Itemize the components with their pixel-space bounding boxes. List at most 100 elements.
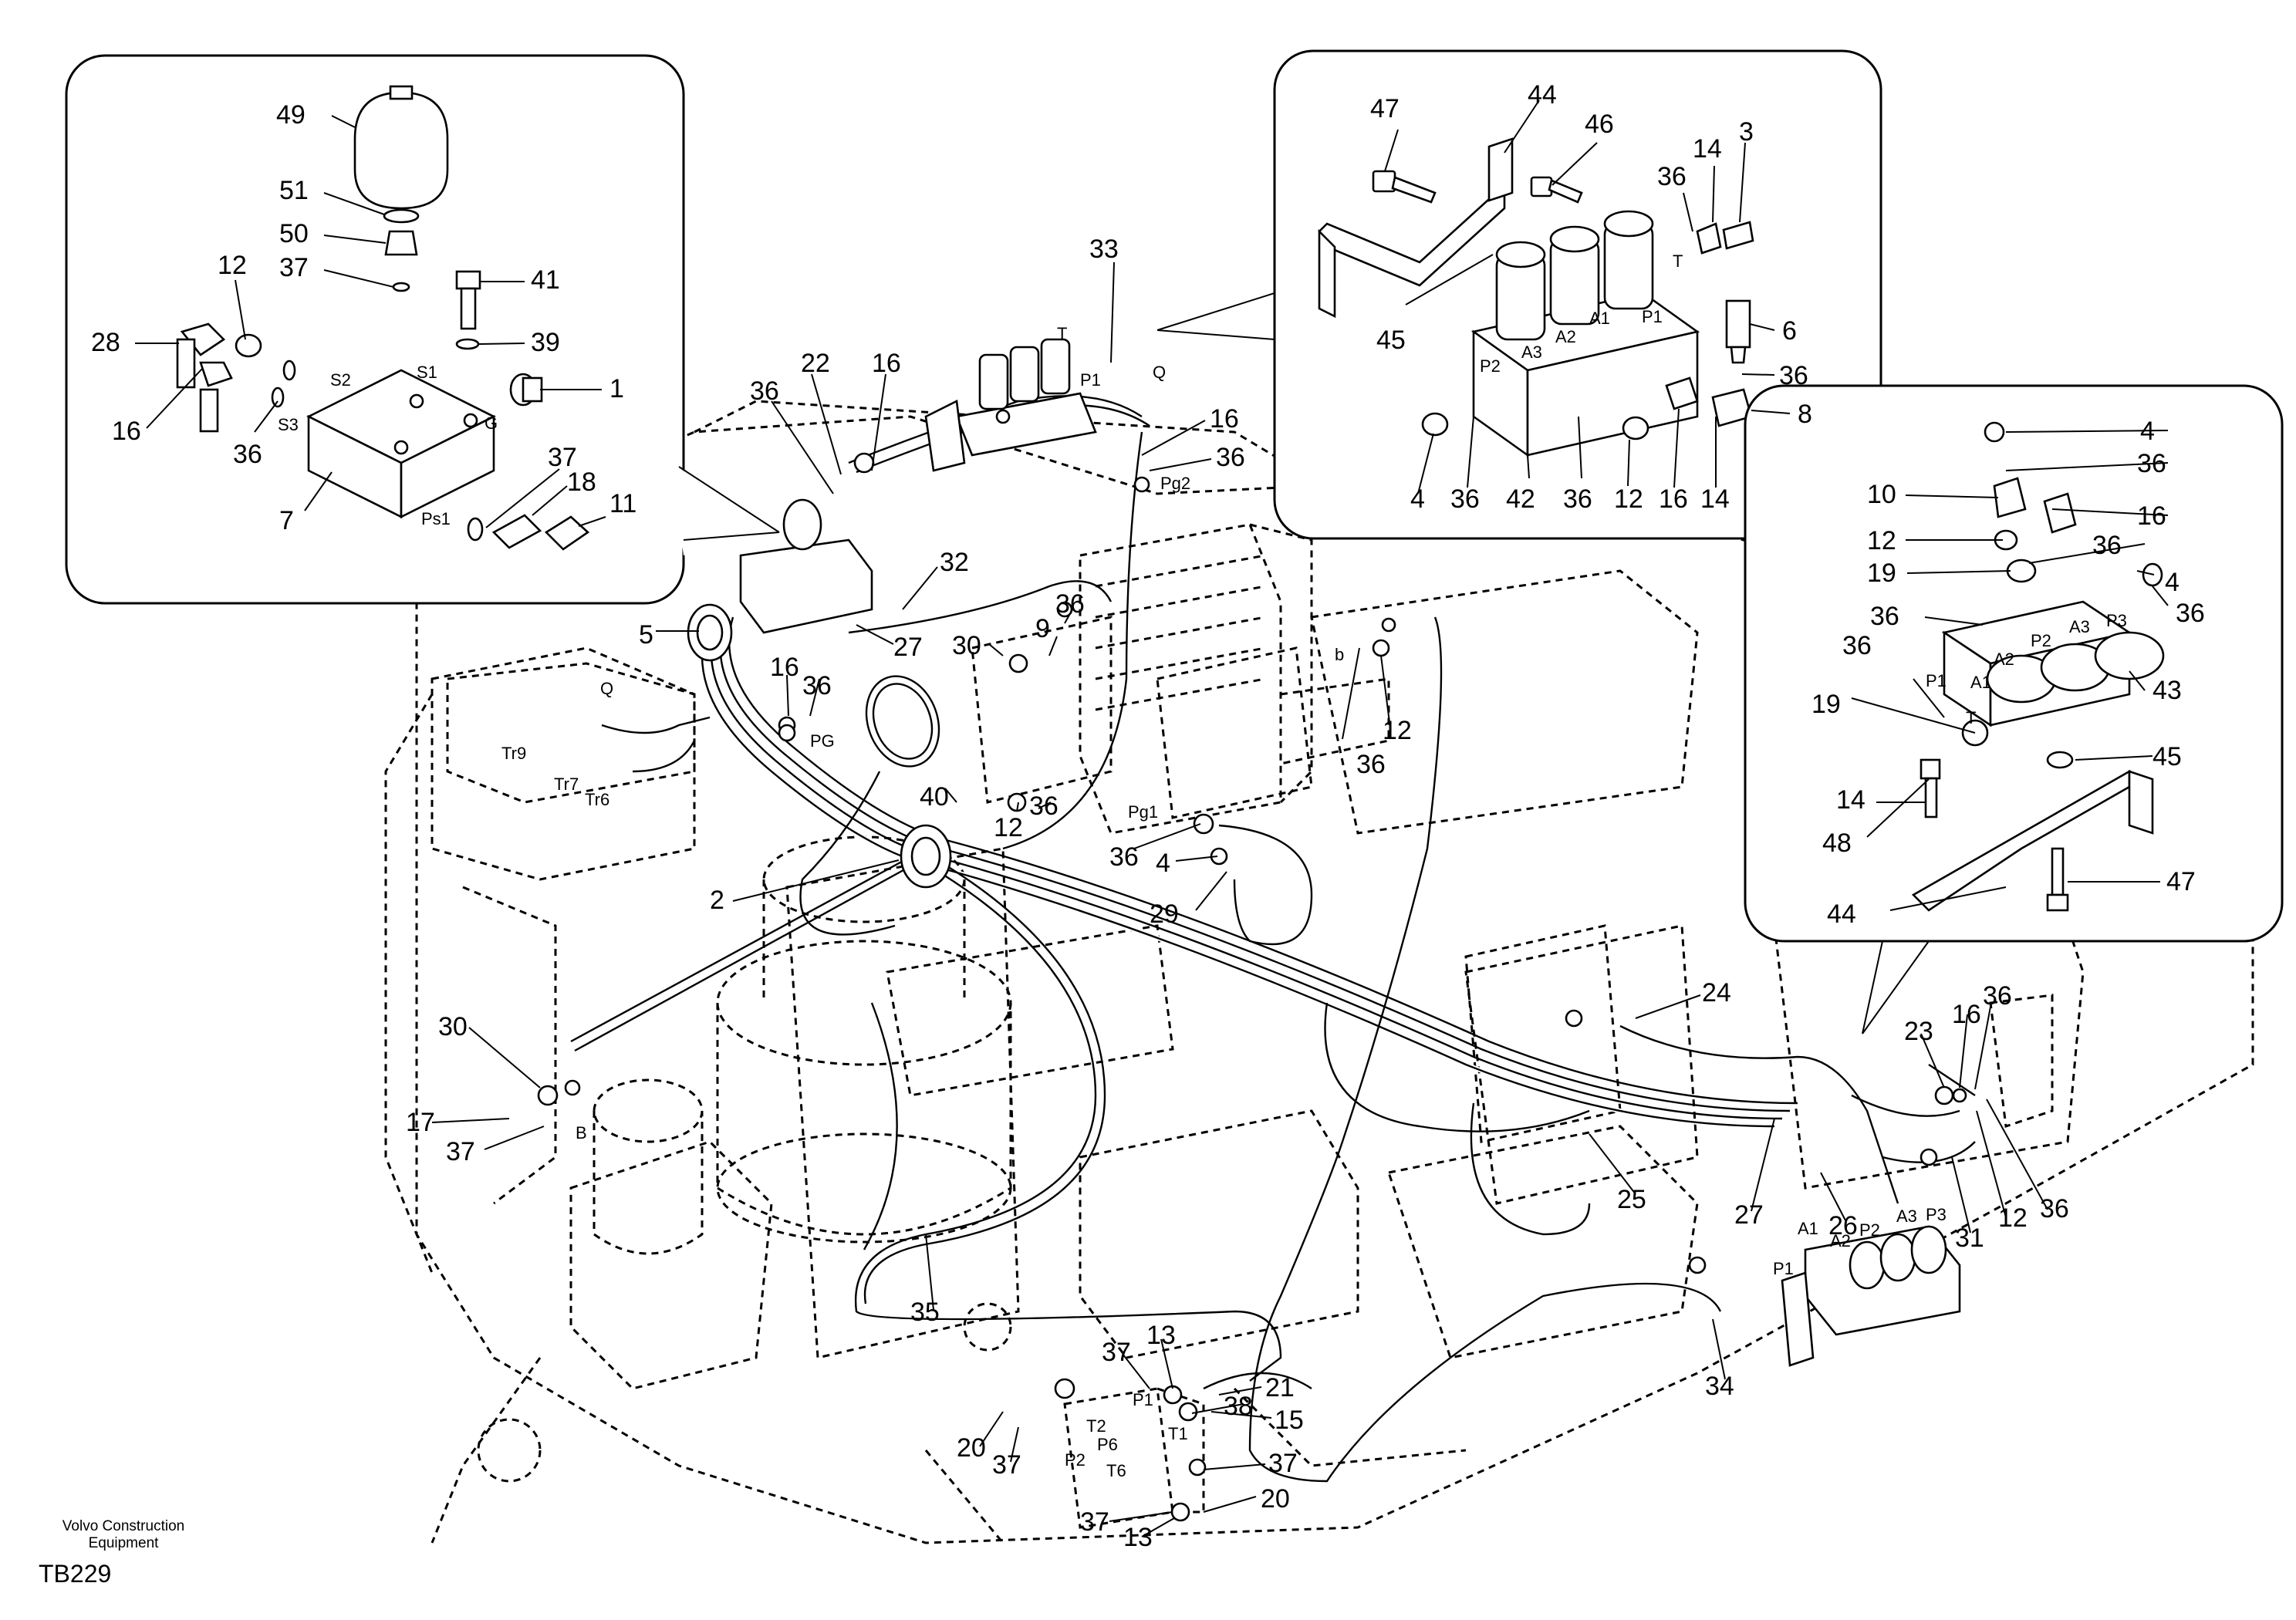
callout-27: 27 <box>893 633 923 662</box>
callout-36: 36 <box>2092 531 2122 560</box>
port-label: PG <box>810 731 835 751</box>
callout-30: 30 <box>438 1012 468 1041</box>
callout-6: 6 <box>1782 316 1797 346</box>
callout-36: 36 <box>2040 1194 2069 1223</box>
port-label: P2 <box>2031 631 2051 650</box>
callout-36: 36 <box>1356 750 1386 779</box>
detail-panel-accumulator <box>65 54 780 605</box>
callout-21: 21 <box>1265 1373 1295 1402</box>
port-label: S2 <box>330 370 351 390</box>
callout-36: 36 <box>1216 443 1245 472</box>
port-label: A3 <box>1521 343 1542 362</box>
callout-37: 37 <box>548 443 577 472</box>
port-label: P2 <box>1859 1220 1880 1240</box>
callout-22: 22 <box>801 349 830 378</box>
callout-5: 5 <box>639 620 653 650</box>
port-label: b <box>1335 645 1344 664</box>
callout-4: 4 <box>2140 417 2155 446</box>
port-label: T2 <box>1086 1416 1106 1436</box>
callout-18: 18 <box>567 467 596 497</box>
callout-36: 36 <box>2137 449 2166 478</box>
port-label: P2 <box>1480 356 1501 376</box>
callout-16: 16 <box>1659 484 1688 514</box>
bottom-valve-block <box>1063 1387 1205 1529</box>
callout-36: 36 <box>1983 981 2012 1011</box>
port-label: P6 <box>1097 1435 1118 1454</box>
callout-37: 37 <box>279 253 309 282</box>
port-label: A2 <box>1994 650 2014 669</box>
callout-13: 13 <box>1123 1523 1153 1552</box>
callout-36: 36 <box>1029 791 1059 821</box>
callout-40: 40 <box>920 782 949 812</box>
callout-34: 34 <box>1705 1372 1734 1401</box>
callout-12: 12 <box>1614 484 1643 514</box>
callout-48: 48 <box>1822 829 1852 858</box>
callout-37: 37 <box>992 1450 1021 1480</box>
callout-36: 36 <box>2176 599 2205 628</box>
callout-36: 36 <box>802 671 832 700</box>
port-label: A2 <box>1830 1231 1851 1250</box>
travel-block-outline <box>446 616 1113 804</box>
port-labels: S2 S1 S3 G Ps1 T A1 P1 A2 A3 P2 Q T P1 P… <box>278 251 2127 1480</box>
callout-10: 10 <box>1867 480 1896 509</box>
port-label: Tr9 <box>501 744 526 763</box>
port-label: A3 <box>1896 1207 1917 1226</box>
port-label: Tr7 <box>554 775 579 794</box>
callout-46: 46 <box>1585 110 1614 139</box>
callout-25: 25 <box>1617 1185 1646 1214</box>
callout-numbers: 49 51 50 37 41 39 12 28 16 36 1 7 37 18 … <box>91 80 2205 1552</box>
callout-27: 27 <box>1734 1200 1764 1230</box>
callout-45: 45 <box>1376 326 1406 355</box>
port-label: T <box>1673 251 1683 271</box>
callout-leaders <box>135 100 2169 1537</box>
callout-24: 24 <box>1702 978 1731 1007</box>
callout-44: 44 <box>1827 899 1856 929</box>
callout-41: 41 <box>531 265 560 295</box>
callout-7: 7 <box>279 506 294 535</box>
port-label: A1 <box>1589 309 1610 328</box>
callout-16: 16 <box>770 653 799 682</box>
callout-26: 26 <box>1828 1211 1858 1240</box>
footer-brand: Volvo Construction Equipment <box>31 1518 216 1552</box>
callout-8: 8 <box>1798 400 1812 429</box>
callout-14: 14 <box>1836 785 1866 815</box>
callout-13: 13 <box>1146 1321 1176 1350</box>
callout-4: 4 <box>2165 568 2180 597</box>
port-label: Q <box>600 679 613 698</box>
callout-42: 42 <box>1506 484 1535 514</box>
swing-motor-outline <box>593 835 1012 1255</box>
port-label: S3 <box>278 415 299 434</box>
callout-30: 30 <box>952 631 981 660</box>
callout-20: 20 <box>957 1433 986 1463</box>
port-label: P1 <box>1926 671 1947 690</box>
callout-37: 37 <box>446 1137 475 1166</box>
callout-4: 4 <box>1410 484 1425 514</box>
callout-12: 12 <box>1998 1203 2028 1233</box>
callout-39: 39 <box>531 328 560 357</box>
callout-36: 36 <box>1779 361 1808 390</box>
top-solenoid-valve-main <box>924 338 1097 472</box>
callout-12: 12 <box>994 813 1023 842</box>
port-label: B <box>576 1123 587 1142</box>
callout-36: 36 <box>1563 484 1592 514</box>
callout-14: 14 <box>1700 484 1730 514</box>
callout-35: 35 <box>910 1298 940 1327</box>
port-label: T <box>1057 324 1067 343</box>
callout-49: 49 <box>276 100 306 130</box>
callout-3: 3 <box>1739 117 1754 147</box>
callout-23: 23 <box>1904 1017 1933 1046</box>
port-label: Tr6 <box>585 790 609 809</box>
port-label: Q <box>1153 363 1166 382</box>
accumulator-block-main <box>739 498 873 634</box>
callout-14: 14 <box>1693 134 1722 164</box>
callout-44: 44 <box>1528 80 1557 110</box>
callout-12: 12 <box>1383 716 1412 745</box>
footer-brand-line2: Equipment <box>88 1535 159 1551</box>
callout-36: 36 <box>1450 484 1480 514</box>
callout-37: 37 <box>1102 1338 1131 1367</box>
callout-36: 36 <box>233 440 262 469</box>
port-label: S1 <box>417 363 437 382</box>
port-label: T1 <box>1168 1424 1188 1443</box>
port-label: P1 <box>1080 370 1101 390</box>
port-label: G <box>485 413 498 433</box>
